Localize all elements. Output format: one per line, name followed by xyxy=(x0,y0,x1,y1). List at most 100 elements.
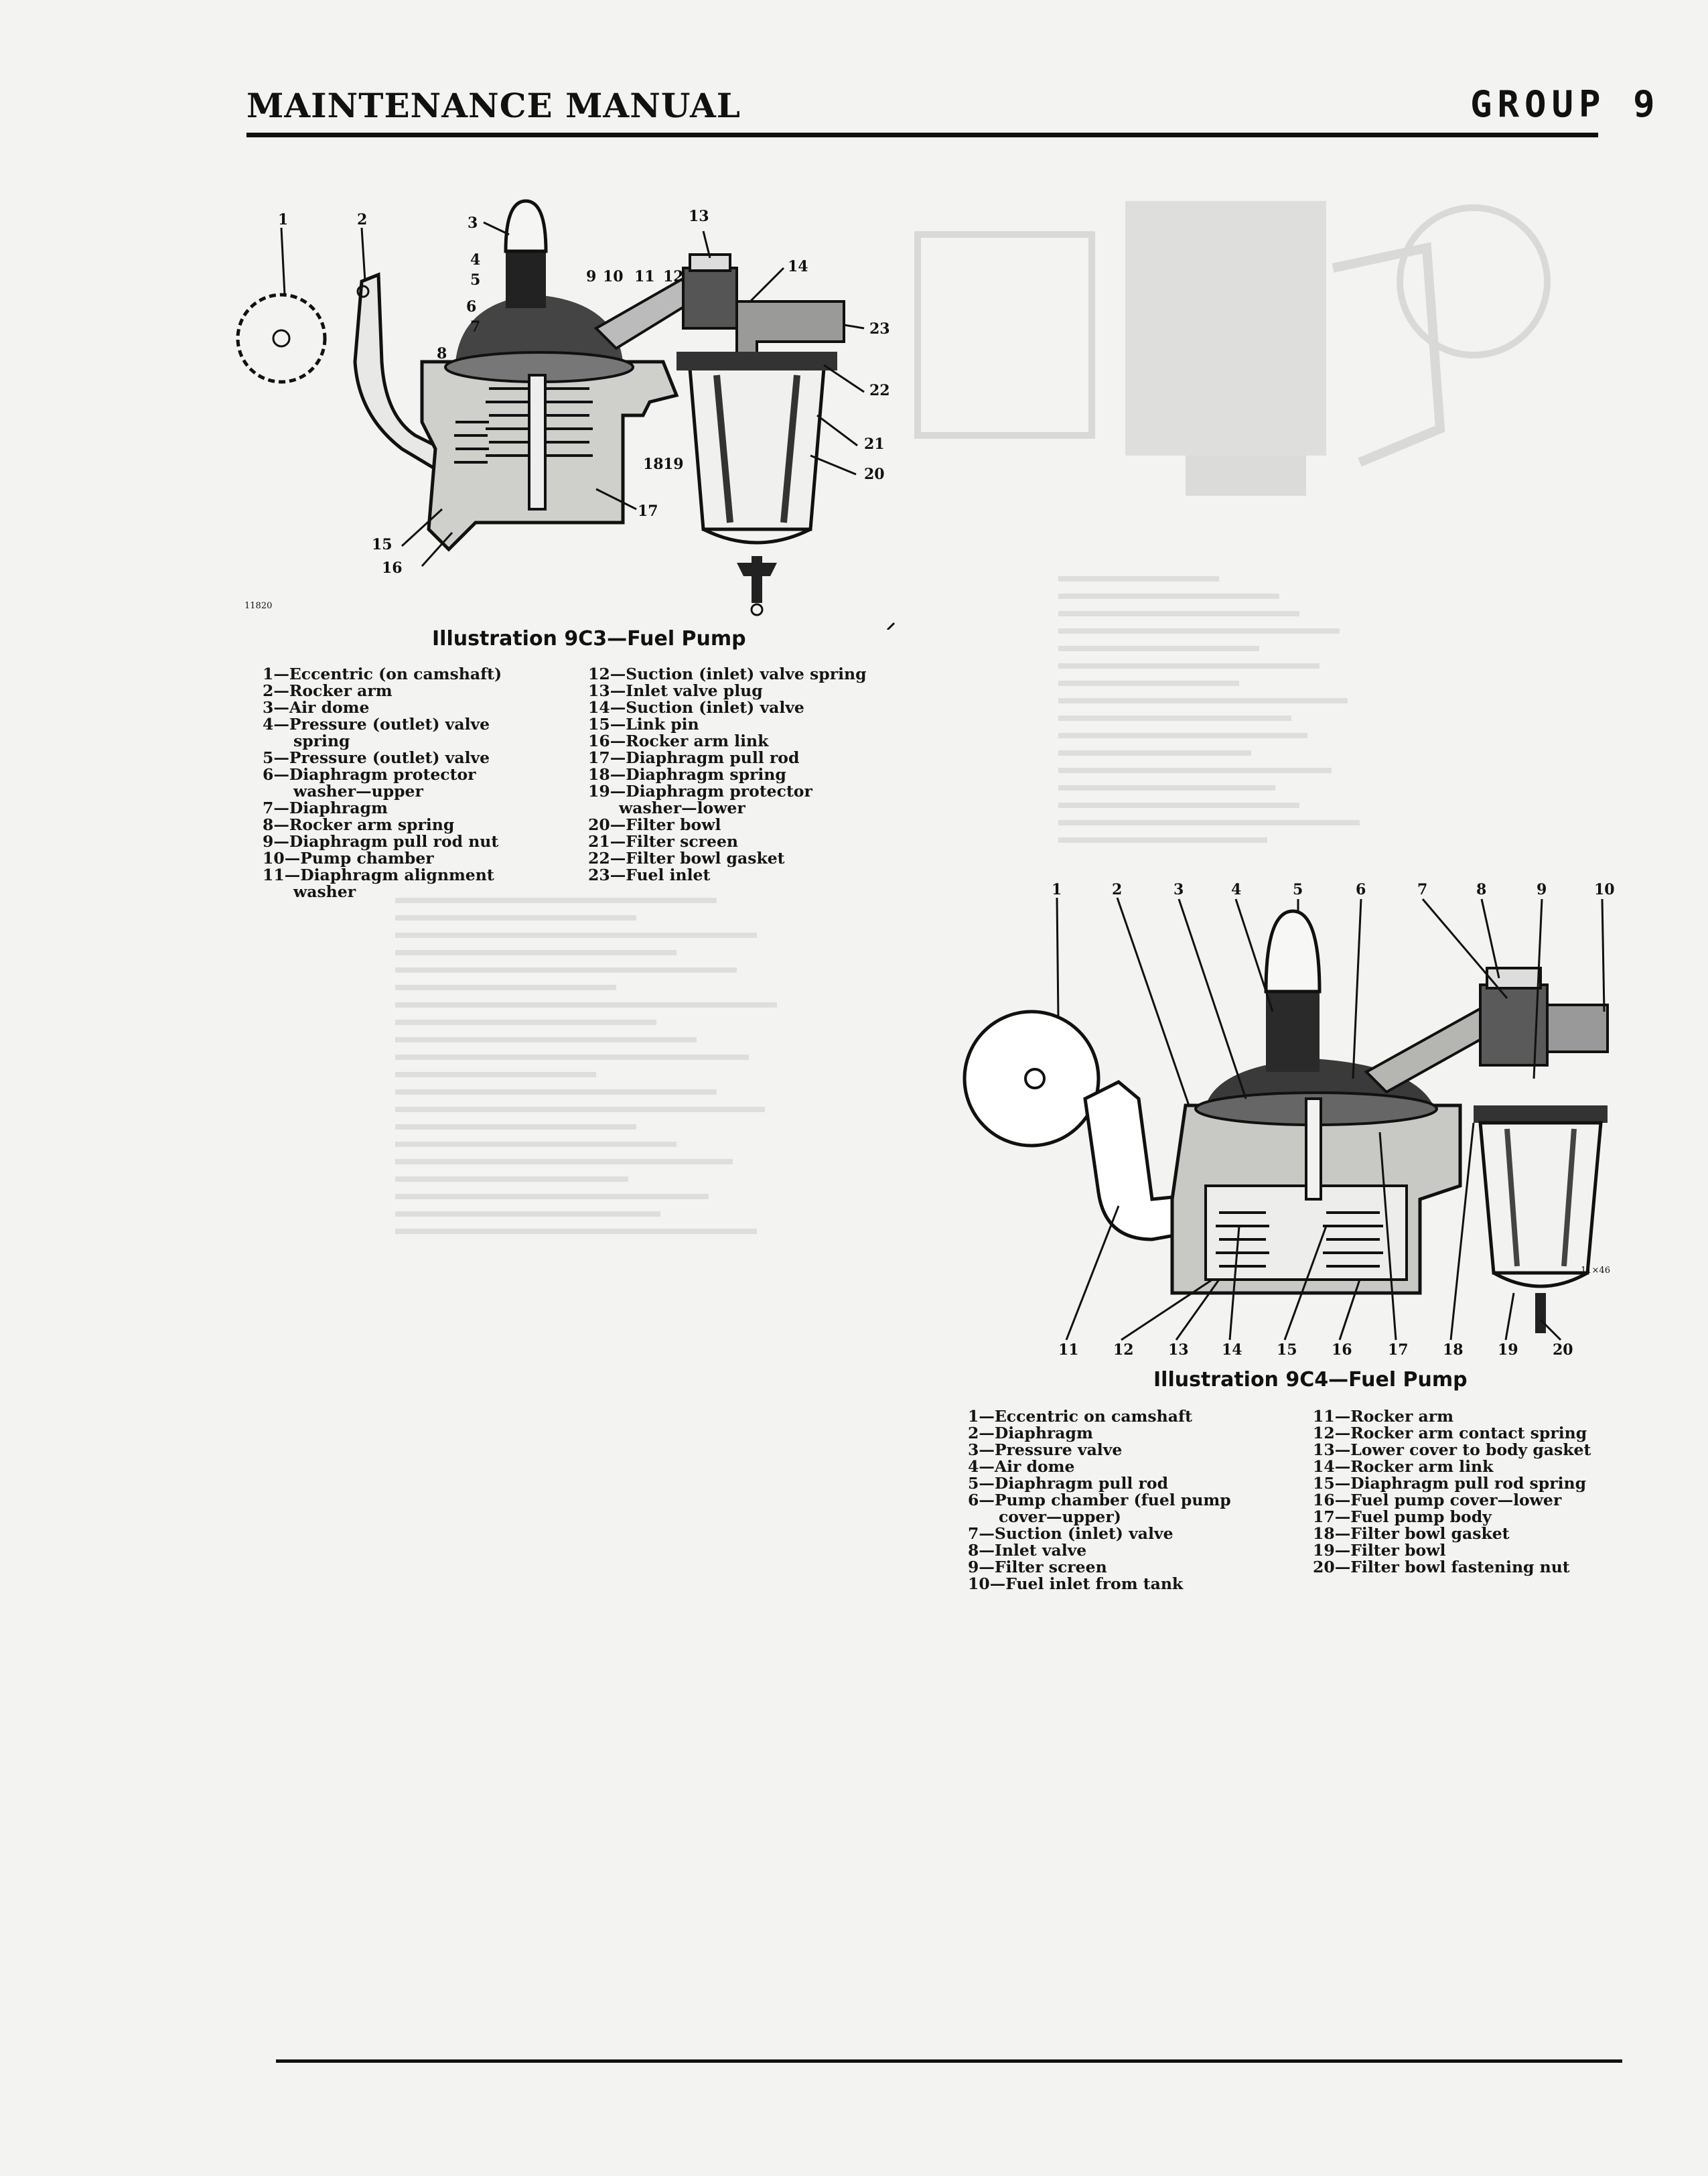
svg-text:11820: 11820 xyxy=(244,601,272,611)
svg-text:9: 9 xyxy=(1537,881,1547,898)
legend-item: 19—Diaphragm protector xyxy=(588,782,812,801)
legend-item: 15—Link pin xyxy=(588,715,699,734)
legend-item: 16—Fuel pump cover—lower xyxy=(1313,1491,1562,1509)
svg-text:11: 11 xyxy=(1058,1341,1079,1359)
legend-item: 16—Rocker arm link xyxy=(588,732,769,750)
svg-text:5: 5 xyxy=(470,271,480,289)
manual-title: MAINTENANCE MANUAL xyxy=(246,86,741,125)
legend-item: 7—Suction (inlet) valve xyxy=(968,1524,1173,1543)
legend-item: 5—Diaphragm pull rod xyxy=(968,1474,1169,1493)
svg-text:12: 12 xyxy=(1113,1341,1134,1359)
legend-item: 8—Inlet valve xyxy=(968,1541,1087,1560)
svg-text:18: 18 xyxy=(1443,1341,1464,1359)
svg-text:6: 6 xyxy=(1356,881,1366,898)
legend-item: 1—Eccentric on camshaft xyxy=(968,1407,1192,1426)
legend-item: 11—Rocker arm xyxy=(1313,1407,1453,1426)
legend-item: 8—Rocker arm spring xyxy=(263,815,455,834)
legend-item: 19—Filter bowl xyxy=(1313,1541,1446,1560)
figure-9c3-legend-col1: 1—Eccentric (on camshaft) 2—Rocker arm 3… xyxy=(263,666,577,900)
svg-text:22: 22 xyxy=(869,382,890,399)
legend-item: 20—Filter bowl xyxy=(588,815,721,834)
header-rule xyxy=(246,133,1598,137)
group-label: GROUP 9 xyxy=(1470,83,1660,125)
svg-text:14: 14 xyxy=(1222,1341,1242,1359)
svg-text:1: 1 xyxy=(278,211,288,228)
svg-text:11: 11 xyxy=(634,268,655,285)
figure-9c3-caption: Illustration 9C3—Fuel Pump xyxy=(432,627,746,651)
legend-item: 17—Fuel pump body xyxy=(1313,1507,1492,1526)
svg-text:17: 17 xyxy=(638,502,658,520)
legend-item-continuation: washer—lower xyxy=(619,799,745,817)
legend-item: 20—Filter bowl fastening nut xyxy=(1313,1558,1570,1576)
svg-text:11×46: 11×46 xyxy=(1581,1266,1610,1276)
svg-text:21: 21 xyxy=(864,435,885,453)
svg-text:3: 3 xyxy=(468,214,478,232)
legend-item: 13—Lower cover to body gasket xyxy=(1313,1440,1591,1459)
legend-item: 7—Diaphragm xyxy=(263,799,388,817)
legend-item: 4—Air dome xyxy=(968,1457,1075,1476)
legend-item-continuation: washer—upper xyxy=(293,782,423,801)
legend-item: 9—Diaphragm pull rod nut xyxy=(263,832,499,851)
legend-item: 11—Diaphragm alignment xyxy=(263,866,494,884)
svg-text:15: 15 xyxy=(372,536,393,553)
svg-text:10: 10 xyxy=(603,268,624,285)
svg-text:8: 8 xyxy=(437,345,447,362)
legend-item: 12—Rocker arm contact spring xyxy=(1313,1424,1587,1442)
figure-9c4-legend-col2: 11—Rocker arm 12—Rocker arm contact spri… xyxy=(1313,1408,1621,1576)
svg-text:2: 2 xyxy=(357,211,367,228)
legend-item: 23—Fuel inlet xyxy=(588,866,711,884)
svg-text:7: 7 xyxy=(1417,881,1427,898)
svg-text:23: 23 xyxy=(869,320,890,338)
legend-item: 5—Pressure (outlet) valve xyxy=(263,748,490,767)
legend-item: 17—Diaphragm pull rod xyxy=(588,748,800,767)
legend-item: 2—Diaphragm xyxy=(968,1424,1093,1442)
svg-text:16: 16 xyxy=(1332,1341,1352,1359)
legend-item: 18—Diaphragm spring xyxy=(588,765,786,784)
svg-text:20: 20 xyxy=(1553,1341,1573,1359)
svg-text:13: 13 xyxy=(689,208,709,225)
svg-text:18: 18 xyxy=(643,456,664,473)
svg-text:12: 12 xyxy=(663,268,684,285)
svg-text:9: 9 xyxy=(586,268,596,285)
legend-item: 15—Diaphragm pull rod spring xyxy=(1313,1474,1587,1493)
legend-item: 13—Inlet valve plug xyxy=(588,681,763,700)
bleed-through-text-left xyxy=(395,898,797,1313)
svg-text:20: 20 xyxy=(864,466,885,483)
figure-9c3-legend-col2: 12—Suction (inlet) valve spring 13—Inlet… xyxy=(588,666,896,884)
svg-text:4: 4 xyxy=(1231,881,1241,898)
legend-item: 10—Fuel inlet from tank xyxy=(968,1574,1184,1593)
legend-item: 3—Air dome xyxy=(263,698,370,717)
legend-item-continuation: spring xyxy=(293,732,350,750)
legend-item: 4—Pressure (outlet) valve xyxy=(263,715,490,734)
svg-text:13: 13 xyxy=(1168,1341,1189,1359)
legend-item: 2—Rocker arm xyxy=(263,681,393,700)
figure-9c3-diagram: 1 2 3 4 5 6 7 8 9 10 11 12 13 14 15 16 1… xyxy=(221,194,918,630)
svg-text:8: 8 xyxy=(1476,881,1486,898)
figure-9c4-legend-col1: 1—Eccentric on camshaft 2—Diaphragm 3—Pr… xyxy=(968,1408,1296,1592)
bleed-through-diagram xyxy=(914,201,1551,496)
legend-item: 14—Rocker arm link xyxy=(1313,1457,1494,1476)
legend-item: 9—Filter screen xyxy=(968,1558,1107,1576)
svg-text:14: 14 xyxy=(788,258,808,275)
legend-item: 14—Suction (inlet) valve xyxy=(588,698,804,717)
svg-text:15: 15 xyxy=(1277,1341,1297,1359)
svg-text:1: 1 xyxy=(1052,881,1062,898)
legend-item-continuation: cover—upper) xyxy=(999,1507,1121,1526)
bleed-through-text-right xyxy=(1058,576,1460,965)
legend-item-continuation: washer xyxy=(293,882,356,901)
svg-text:3: 3 xyxy=(1173,881,1184,898)
legend-item: 18—Filter bowl gasket xyxy=(1313,1524,1510,1543)
legend-item: 6—Pump chamber (fuel pump xyxy=(968,1491,1231,1509)
footer-rule xyxy=(276,2059,1622,2063)
svg-text:4: 4 xyxy=(470,251,480,269)
svg-text:7: 7 xyxy=(470,318,480,336)
figure-9c4-caption: Illustration 9C4—Fuel Pump xyxy=(1153,1368,1468,1391)
legend-item: 10—Pump chamber xyxy=(263,849,434,868)
svg-text:2: 2 xyxy=(1112,881,1122,898)
svg-text:19: 19 xyxy=(663,456,684,473)
legend-item: 3—Pressure valve xyxy=(968,1440,1123,1459)
legend-item: 1—Eccentric (on camshaft) xyxy=(263,665,502,683)
svg-text:10: 10 xyxy=(1594,881,1615,898)
svg-text:6: 6 xyxy=(466,298,476,316)
